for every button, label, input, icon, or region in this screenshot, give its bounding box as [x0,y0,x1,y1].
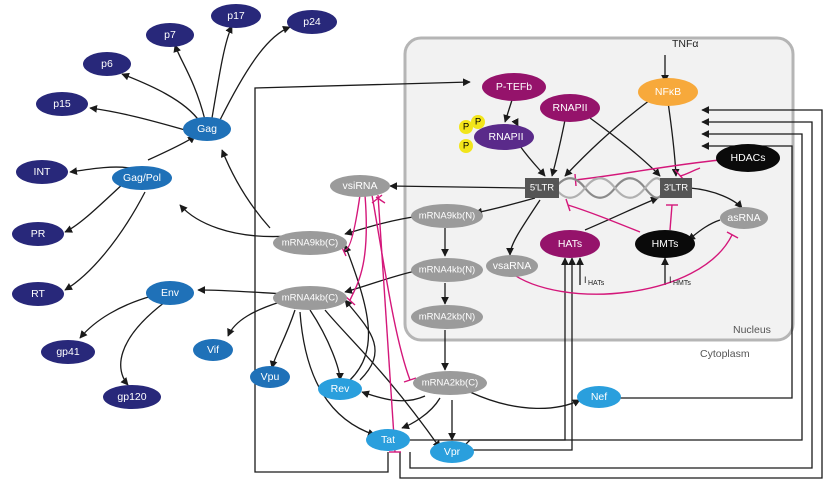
svg-text:Vpu: Vpu [261,371,280,383]
svg-text:HATs: HATs [558,238,582,250]
node-mrna9kbc: mRNA9kb(C) [273,231,347,255]
node-mrna4kbc: mRNA4kb(C) [273,286,347,310]
node-hdacs: HDACs [716,144,780,172]
svg-text:HMTs: HMTs [652,238,679,250]
node-pr: PR [12,222,64,246]
node-vpr: Vpr [430,441,474,463]
node-mrna9kbn: mRNA9kb(N) [411,204,483,228]
svg-text:gp41: gp41 [56,346,80,358]
svg-text:asRNA: asRNA [727,212,760,224]
node-gp41: gp41 [41,340,95,364]
node-3ltr: 3'LTR [660,178,692,198]
svg-text:RNAPII: RNAPII [488,131,523,143]
tnfa-label: TNFα [672,38,698,50]
node-hats: HATs [540,230,600,258]
svg-text:Env: Env [161,287,180,299]
node-mrna2kbn: mRNA2kb(N) [411,305,483,329]
node-p24: p24 [287,10,337,34]
proviral-dna-helix [554,177,667,199]
node-p17: p17 [211,4,261,28]
inhibition-edges [339,159,739,453]
svg-text:3'LTR: 3'LTR [664,183,688,194]
node-p15: p15 [36,92,88,116]
svg-text:P: P [463,141,469,152]
svg-text:5'LTR: 5'LTR [530,183,554,194]
node-asrna: asRNA [720,207,768,229]
svg-text:p17: p17 [227,10,245,22]
svg-text:HDACs: HDACs [730,152,765,164]
svg-text:vsiRNA: vsiRNA [342,180,377,192]
svg-text:P: P [475,117,481,128]
node-vsirna: vsiRNA [330,175,390,197]
node-vif: Vif [193,339,233,361]
node-mrna2kbc: mRNA2kb(C) [413,371,487,395]
node-mrna4kbn: mRNA4kb(N) [411,258,483,282]
svg-text:p15: p15 [53,98,71,110]
node-p7: p7 [146,23,194,47]
node-rnapii: RNAPII [540,94,600,122]
svg-text:P: P [463,122,469,133]
svg-text:p6: p6 [101,58,113,70]
svg-text:Gag/Pol: Gag/Pol [123,172,161,184]
nucleus-label: Nucleus [733,324,771,336]
node-rev: Rev [318,378,362,400]
svg-text:vsaRNA: vsaRNA [493,260,532,272]
svg-text:p7: p7 [164,29,176,41]
node-hmts: HMTs [635,230,695,258]
svg-text:Tat: Tat [381,434,395,446]
node-rnapii-phosphorylated: RNAPII P P P [459,115,534,153]
svg-text:Vpr: Vpr [444,446,461,458]
node-int: INT [16,160,68,184]
svg-text:p24: p24 [303,16,321,28]
svg-text:mRNA9kb(N): mRNA9kb(N) [419,211,475,222]
svg-text:I: I [669,275,672,285]
svg-text:NFκB: NFκB [655,86,681,98]
node-env: Env [146,281,194,305]
node-ptefb: P-TEFb [482,73,546,101]
svg-text:P-TEFb: P-TEFb [496,81,532,93]
svg-text:Nef: Nef [591,391,607,403]
svg-text:mRNA9kb(C): mRNA9kb(C) [282,238,338,249]
node-rt: RT [12,282,64,306]
node-gp120: gp120 [103,385,161,409]
svg-text:INT: INT [34,166,52,178]
svg-text:RNAPII: RNAPII [552,102,587,114]
svg-text:PR: PR [31,228,46,240]
node-vpu: Vpu [250,366,290,388]
node-tat: Tat [366,429,410,451]
node-nef: Nef [577,386,621,408]
svg-text:RT: RT [31,288,45,300]
node-vsarna: vsaRNA [486,255,538,277]
svg-text:gp120: gp120 [117,391,146,403]
input-ihmts: I HMTs [669,275,691,287]
cytoplasm-label: Cytoplasm [700,348,750,360]
node-p6: p6 [83,52,131,76]
svg-text:mRNA4kb(C): mRNA4kb(C) [282,293,338,304]
input-ihats: I HATs [584,275,605,287]
svg-text:HMTs: HMTs [673,280,691,287]
node-5ltr: 5'LTR [525,178,559,198]
node-gag: Gag [183,117,231,141]
node-gagpol: Gag/Pol [112,166,172,190]
svg-text:Gag: Gag [197,123,217,135]
svg-text:mRNA4kb(N): mRNA4kb(N) [419,265,475,276]
node-nfkb: NFκB [638,78,698,106]
svg-text:I: I [584,275,587,285]
svg-text:HATs: HATs [588,280,605,287]
svg-text:mRNA2kb(N): mRNA2kb(N) [419,312,475,323]
svg-text:Rev: Rev [331,383,350,395]
svg-text:Vif: Vif [207,344,219,356]
svg-text:mRNA2kb(C): mRNA2kb(C) [422,378,478,389]
